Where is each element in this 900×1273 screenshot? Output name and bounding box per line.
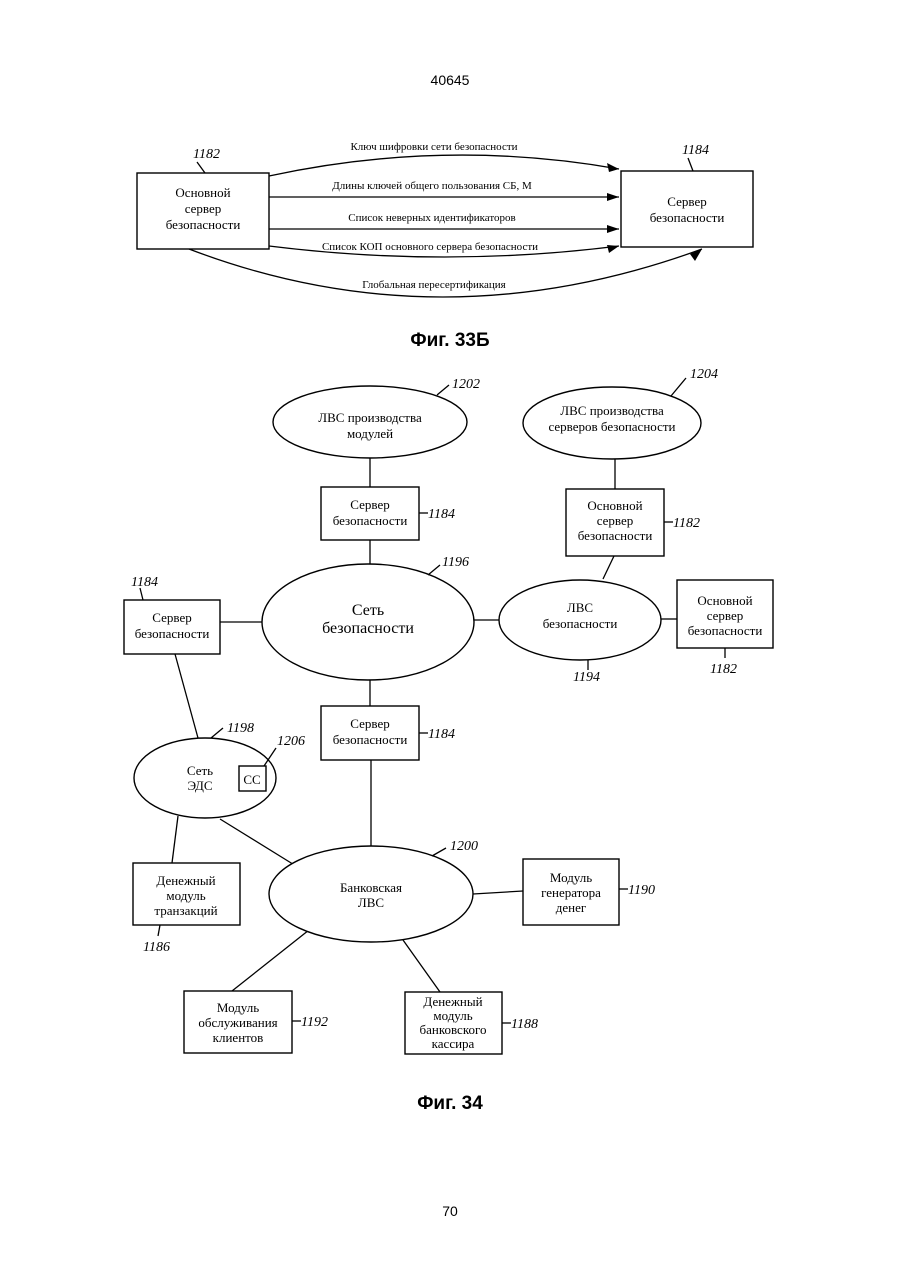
link-1200-1188 <box>403 940 440 992</box>
ref-1184: 1184 <box>682 143 709 158</box>
page-number: 70 <box>400 1203 500 1219</box>
ref-1194: 1194 <box>573 670 600 685</box>
client-service-line-3: клиентов <box>213 1030 264 1045</box>
leader-1200 <box>432 848 446 856</box>
figure-33b-caption: Фиг. 33Б <box>350 330 550 352</box>
arrowhead <box>607 225 619 233</box>
money-gen-line-1: Модуль <box>550 870 592 885</box>
money-tx-line-2: модуль <box>166 888 205 903</box>
primary-top-line-2: сервер <box>597 513 634 528</box>
figure-34-caption: Фиг. 34 <box>350 1093 550 1115</box>
security-network-line-2: безопасности <box>322 620 414 637</box>
primary-server-line-1: Основной <box>175 185 230 200</box>
arrow-label-global-recertification: Глобальная пересертификация <box>362 279 505 291</box>
link-1198-1200 <box>220 819 296 866</box>
primary-right-line-2: сервер <box>707 608 744 623</box>
lan-modules-line-2: модулей <box>347 426 393 441</box>
ref-1186: 1186 <box>143 940 170 955</box>
arrow-encryption-key <box>269 155 619 176</box>
primary-server-line-2: сервер <box>185 201 222 216</box>
eds-network-line-1: Сеть <box>187 763 213 778</box>
ref-1190: 1190 <box>628 883 655 898</box>
money-tx-line-1: Денежный <box>156 873 215 888</box>
teller-line-3: банковского <box>420 1022 487 1037</box>
primary-right-line-1: Основной <box>697 593 752 608</box>
client-service-line-1: Модуль <box>217 1000 259 1015</box>
leader-1186 <box>158 925 160 936</box>
link-1184-1198 <box>175 654 198 738</box>
ref-1182-right: 1182 <box>710 662 737 677</box>
leader-1196 <box>428 565 440 575</box>
lan-servers-line-1: ЛВС производства <box>560 403 664 418</box>
primary-top-line-3: безопасности <box>578 528 653 543</box>
ref-1182: 1182 <box>193 147 220 162</box>
sec-server-mid-line-1: Сервер <box>350 716 389 731</box>
bank-lan-line-2: ЛВС <box>358 895 384 910</box>
leader-1204 <box>671 378 686 396</box>
ref-1198: 1198 <box>227 721 254 736</box>
client-service-line-2: обслуживания <box>198 1015 277 1030</box>
link-1198-1186 <box>172 816 178 863</box>
security-server-box <box>621 171 753 247</box>
arrowhead <box>607 163 619 172</box>
ref-1184-left: 1184 <box>131 575 158 590</box>
teller-line-4: кассира <box>432 1036 475 1051</box>
teller-line-2: модуль <box>433 1008 472 1023</box>
lan-modules-line-1: ЛВС производства <box>318 410 422 425</box>
arrow-label-bad-id-list: Список неверных идентификаторов <box>348 212 516 224</box>
ref-1184-top: 1184 <box>428 507 455 522</box>
cc-label: СС <box>243 772 260 787</box>
figure-34: ЛВС производства модулей 1202 ЛВС произв… <box>124 367 773 1054</box>
link-1200-1190 <box>473 891 523 894</box>
lan-1194-line-2: безопасности <box>543 616 618 631</box>
lan-servers-line-2: серверов безопасности <box>548 419 675 434</box>
money-gen-line-2: генератора <box>541 885 601 900</box>
sec-server-left-line-2: безопасности <box>135 626 210 641</box>
arrowhead <box>607 245 619 253</box>
security-server-line-1: Сервер <box>667 194 706 209</box>
link-1182-1194 <box>603 556 614 579</box>
money-tx-line-3: транзакций <box>154 903 217 918</box>
lan-1194-line-1: ЛВС <box>567 600 593 615</box>
leader-1202 <box>437 385 449 395</box>
ref-1182-top: 1182 <box>673 516 700 531</box>
ref-1202: 1202 <box>452 377 480 392</box>
primary-top-line-1: Основной <box>587 498 642 513</box>
ref-1188: 1188 <box>511 1017 538 1032</box>
arrow-label-encryption-key: Ключ шифровки сети безопасности <box>350 141 517 153</box>
sec-server-top-line-2: безопасности <box>333 513 408 528</box>
eds-network-line-2: ЭДС <box>187 778 212 793</box>
sec-server-mid-line-2: безопасности <box>333 732 408 747</box>
primary-server-line-3: безопасности <box>166 217 241 232</box>
leader-1182 <box>197 162 205 173</box>
security-network-line-1: Сеть <box>352 602 384 619</box>
link-1200-1192 <box>232 930 309 991</box>
primary-right-line-3: безопасности <box>688 623 763 638</box>
leader-1184 <box>688 158 693 171</box>
arrow-label-public-key-lengths: Длины ключей общего пользования СБ, М <box>332 180 532 192</box>
ref-1196: 1196 <box>442 555 469 570</box>
figure-33b: Основной сервер безопасности 1182 Сервер… <box>137 141 753 297</box>
ref-1184-mid: 1184 <box>428 727 455 742</box>
ref-1200: 1200 <box>450 839 478 854</box>
security-server-line-2: безопасности <box>650 210 725 225</box>
sec-server-left-line-1: Сервер <box>152 610 191 625</box>
teller-line-1: Денежный <box>423 994 482 1009</box>
arrowhead <box>607 193 619 201</box>
money-gen-line-3: денег <box>556 900 586 915</box>
arrow-label-kop-list: Список КОП основного сервера безопасност… <box>322 241 538 253</box>
ref-1206: 1206 <box>277 734 305 749</box>
bank-lan-line-1: Банковская <box>340 880 402 895</box>
ref-1204: 1204 <box>690 367 718 382</box>
leader-1198 <box>211 728 223 738</box>
ref-1192: 1192 <box>301 1015 328 1030</box>
sec-server-top-line-1: Сервер <box>350 497 389 512</box>
